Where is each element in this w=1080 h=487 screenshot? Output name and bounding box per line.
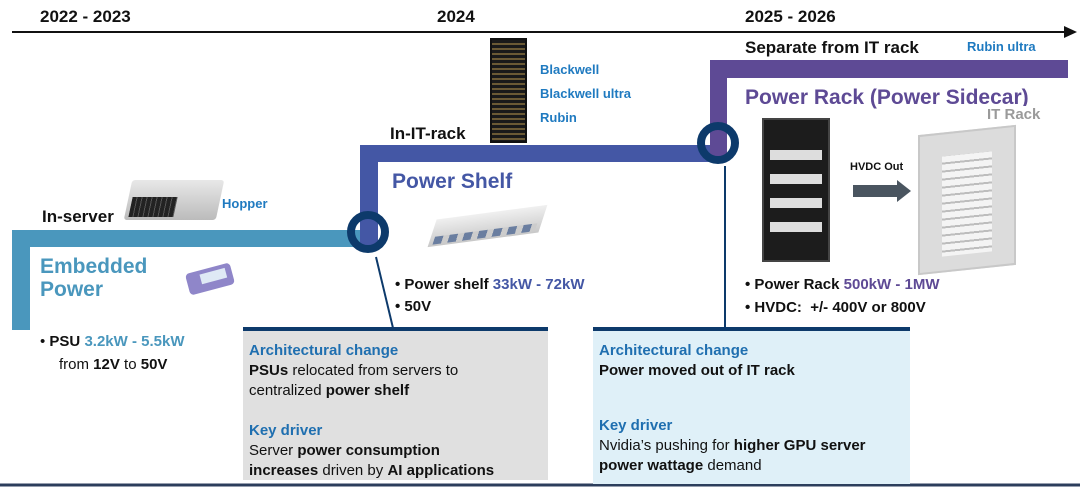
seg: power consumption — [297, 442, 440, 459]
v2: 50V — [140, 356, 168, 373]
power-rack-range: 500kW - 1MW — [843, 276, 940, 293]
seg: higher GPU server — [733, 437, 866, 454]
stage3-title: Power Rack (Power Sidecar) — [745, 86, 1029, 109]
box-heading: Key driver — [599, 417, 673, 434]
seg: demand — [703, 457, 762, 474]
stage2-bullet-2: • 50V — [395, 298, 432, 315]
seg: Nvidia’s pushing for — [599, 437, 734, 454]
stage2-gpu-3: Rubin — [540, 110, 577, 125]
seg: Server — [249, 442, 298, 459]
stage2-info-box: Architectural change PSUs relocated from… — [243, 327, 548, 480]
stage1-title-line1: Embedded — [40, 255, 148, 278]
psu-range: 3.2kW - 5.5kW — [84, 333, 185, 350]
power-shelf-range: 33kW - 72kW — [492, 276, 585, 293]
power-rack-label: Power Rack — [754, 276, 840, 293]
seg: power shelf — [325, 382, 410, 399]
box-line: centralized power shelf — [249, 381, 542, 401]
hvdc-arrow-icon — [853, 185, 899, 197]
it-rack-ghost-image — [918, 124, 1016, 276]
transition-marker-1 — [347, 211, 389, 253]
power-shelf-voltage: 50V — [404, 298, 432, 315]
period-2024: 2024 — [437, 7, 475, 26]
seg: power wattage — [599, 457, 704, 474]
stage1-step-horizontal — [12, 230, 368, 247]
stage1-voltage: from 12V to 50V — [59, 356, 167, 373]
stage3-bullet-2: • HVDC: +/- 400V or 800V — [745, 299, 926, 316]
seg: centralized — [249, 382, 326, 399]
stage1-step-vertical — [12, 230, 30, 330]
stage3-gpu: Rubin ultra — [967, 39, 1036, 54]
box-heading: Architectural change — [599, 342, 749, 359]
stage2-bullet-1: • Power shelf 33kW - 72kW — [395, 276, 585, 293]
stage2-location: In-IT-rack — [390, 124, 466, 143]
box-line: increases driven by AI applications — [249, 461, 542, 481]
box-line: Server power consumption — [249, 441, 542, 461]
stage2-gpu-1: Blackwell — [540, 62, 600, 77]
seg: driven by — [318, 462, 388, 479]
psu-label: PSU — [49, 333, 81, 350]
seg: AI applications — [387, 462, 495, 479]
hvdc-arrow-head-icon — [897, 180, 911, 202]
box-heading: Architectural change — [249, 342, 399, 359]
stage2-gpu-2: Blackwell ultra — [540, 86, 632, 101]
box-line: Power moved out of IT rack — [599, 362, 795, 379]
power-rack-image — [762, 118, 830, 262]
server-image — [123, 180, 225, 220]
to-text: to — [124, 356, 137, 373]
seg: increases — [249, 462, 319, 479]
power-shelf-label: Power shelf — [404, 276, 489, 293]
box-heading: Key driver — [249, 422, 323, 439]
stage1-title-line2: Power — [40, 278, 104, 301]
stage1-bullet: • PSU 3.2kW - 5.5kW — [40, 333, 185, 350]
timeline-arrow-icon — [1064, 26, 1077, 38]
transition-marker-2 — [697, 122, 739, 164]
stage2-step-horizontal — [360, 145, 725, 162]
stage3-step-horizontal — [710, 60, 1068, 78]
from-text: from — [59, 356, 89, 373]
stage3-location: Separate from IT rack — [745, 38, 919, 57]
box-line: PSUs relocated from servers to — [249, 361, 542, 381]
seg: relocated from servers to — [288, 362, 459, 379]
seg: PSUs — [249, 362, 289, 379]
timeline-axis — [12, 31, 1067, 33]
stage1-location: In-server — [42, 207, 114, 226]
period-2025-2026: 2025 - 2026 — [745, 7, 836, 26]
period-2022-2023: 2022 - 2023 — [40, 7, 131, 26]
box-line: power wattage demand — [599, 456, 904, 476]
stage3-info-box: Architectural change Power moved out of … — [593, 327, 910, 484]
stage1-gpu: Hopper — [222, 196, 268, 211]
box-line: Nvidia’s pushing for higher GPU server — [599, 436, 904, 456]
hvdc-out-label: HVDC Out — [850, 161, 904, 173]
stage3-bullet-1: • Power Rack 500kW - 1MW — [745, 276, 940, 293]
hvdc-voltage: HVDC: +/- 400V or 800V — [754, 299, 926, 316]
v1: 12V — [93, 356, 120, 373]
it-rack-image — [490, 38, 527, 143]
stage2-title: Power Shelf — [392, 170, 513, 193]
it-rack-label: IT Rack — [985, 106, 1043, 123]
